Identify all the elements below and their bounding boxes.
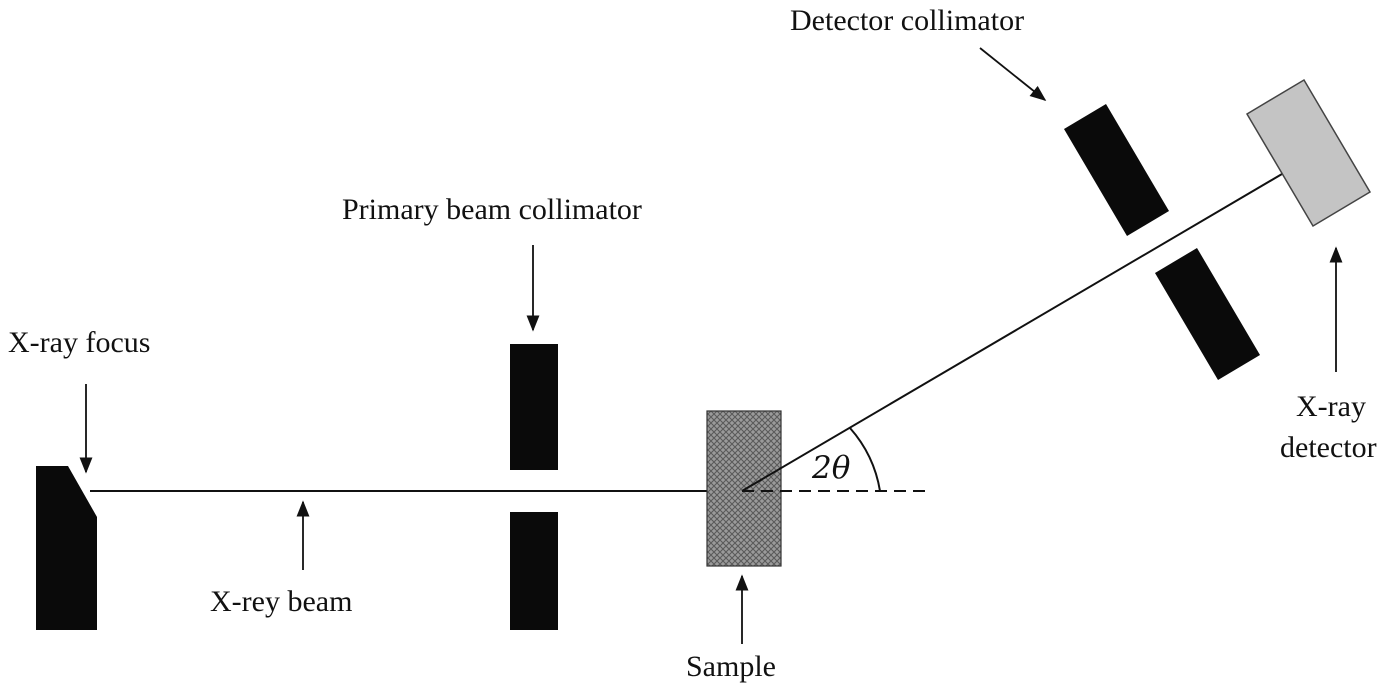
xray-focus-label: X-ray focus (8, 326, 150, 359)
xray-detector-box (1245, 78, 1372, 228)
sample-block (706, 410, 782, 567)
primary-collimator-upper-slit (510, 344, 558, 470)
xray-detector-label-line1: X-ray (1296, 390, 1366, 423)
detector-collimator-upper-slit (1064, 104, 1169, 236)
sample-label: Sample (686, 650, 776, 683)
xray-beam-label: X-rey beam (210, 585, 352, 618)
angle-arc (849, 427, 881, 492)
detector-collimator-lower-slit (1155, 248, 1260, 380)
detector-collimator-arrow (979, 47, 1047, 102)
diffracted-beam-line (741, 173, 1283, 492)
xray-detector-label-line2: detector (1280, 431, 1377, 464)
primary-collimator-lower-slit (510, 512, 558, 630)
primary-collimator-label: Primary beam collimator (342, 193, 642, 226)
xray-source (36, 466, 97, 630)
detector-collimator-label: Detector collimator (790, 4, 1024, 37)
angle-label: 2θ (811, 450, 851, 486)
